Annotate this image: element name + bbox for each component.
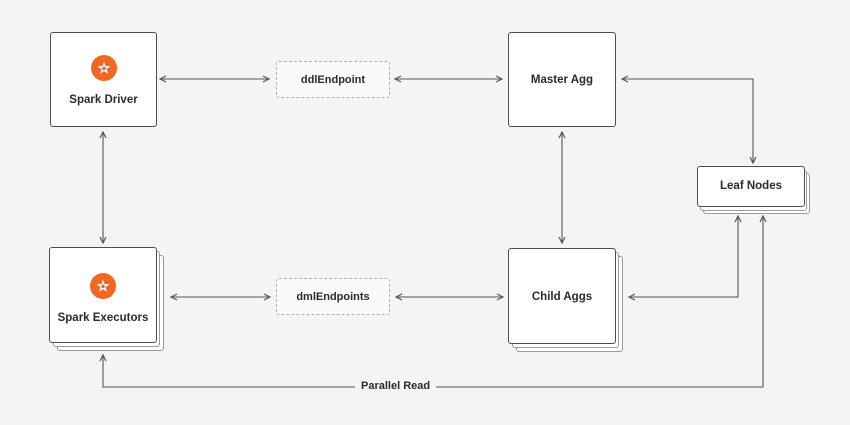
node-label: Master Agg [530, 74, 594, 86]
edge-master-leaf [622, 79, 753, 163]
node-label: Spark Driver [69, 94, 138, 106]
node-spark-executors[interactable]: Spark Executors [49, 247, 157, 343]
node-ddl-endpoint[interactable]: ddlEndpoint [276, 61, 390, 98]
node-spark-driver[interactable]: Spark Driver [50, 32, 157, 127]
node-label: Child Aggs [531, 291, 593, 303]
node-child-aggs[interactable]: Child Aggs [508, 248, 616, 344]
node-master-agg[interactable]: Master Agg [508, 32, 616, 127]
edge-label-parallel-read: Parallel Read [355, 380, 437, 392]
node-dml-endpoints[interactable]: dmlEndpoints [276, 278, 390, 315]
spark-star-icon [90, 273, 116, 299]
spark-star-icon [91, 55, 117, 81]
edge-parallel-read [103, 216, 763, 388]
node-label: Leaf Nodes [720, 180, 782, 192]
node-label: Spark Executors [57, 312, 149, 324]
edge-child-leaf [629, 216, 738, 297]
node-leaf-nodes[interactable]: Leaf Nodes [697, 166, 805, 207]
